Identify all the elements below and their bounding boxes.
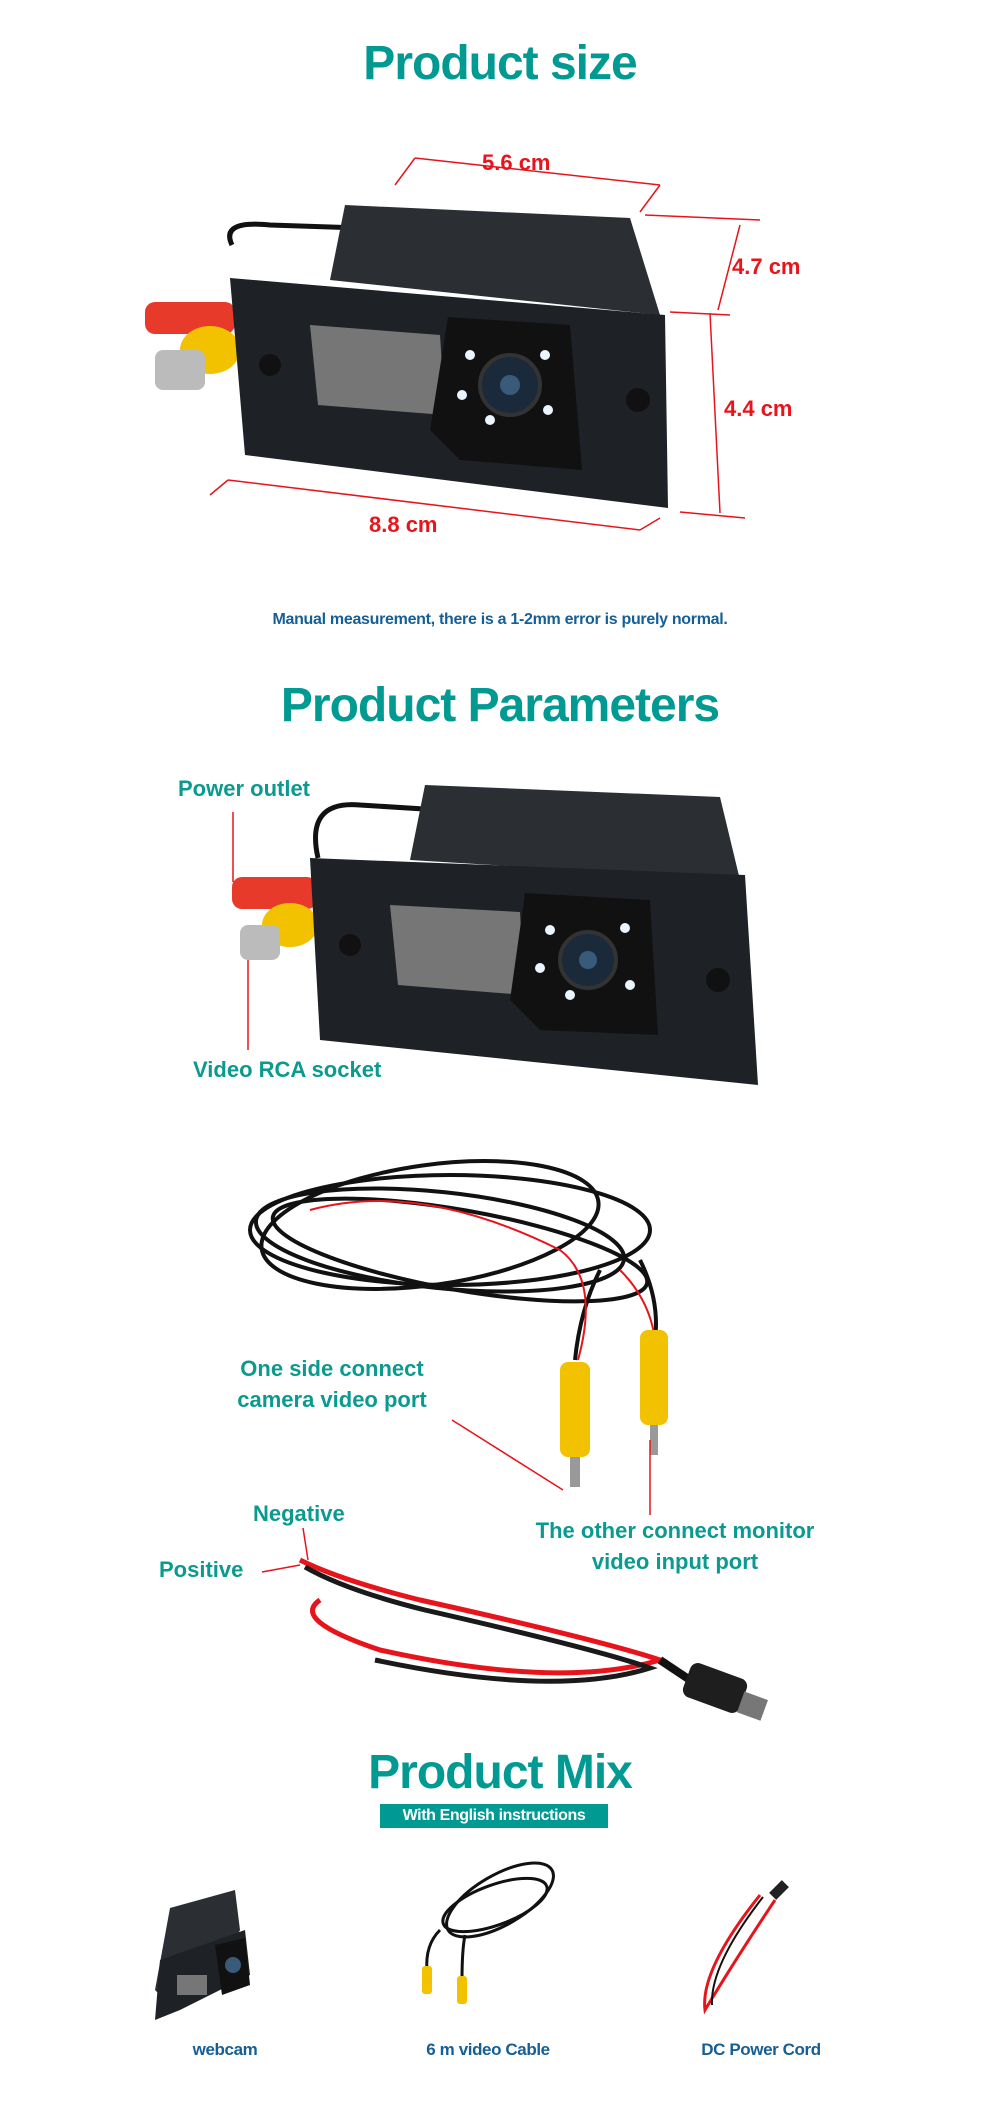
dc-cord-thumbnail [703, 1880, 789, 2015]
one-side-connect-line1: One side connect [240, 1356, 424, 1381]
dc-power-cord-image [261, 1527, 768, 1721]
one-side-connect-label: One side connect camera video port [222, 1353, 442, 1415]
dimension-bottom-width: 8.8 cm [369, 512, 438, 537]
other-side-connect-line2: video input port [591, 1549, 759, 1574]
negative-label: Negative [253, 1501, 345, 1526]
dimension-depth: 4.7 cm [732, 254, 801, 279]
dimension-top-width: 5.6 cm [482, 150, 551, 175]
measurement-note: Manual measurement, there is a 1-2mm err… [272, 611, 728, 628]
camera-size-image [145, 157, 761, 531]
camera-parameters-image [232, 785, 758, 1085]
dimension-height: 4.4 cm [724, 396, 793, 421]
mix-item-video-cable: 6 m video Cable [426, 2040, 550, 2059]
one-side-connect-line2: camera video port [237, 1387, 427, 1412]
power-outlet-label: Power outlet [178, 776, 311, 801]
other-side-connect-label: The other connect monitor video input po… [515, 1515, 835, 1577]
product-size-title: Product size [363, 37, 637, 90]
other-side-connect-line1: The other connect monitor [535, 1518, 815, 1543]
video-rca-label: Video RCA socket [193, 1057, 382, 1082]
video-cable-thumbnail [422, 1861, 555, 2004]
positive-label: Positive [159, 1557, 244, 1582]
english-instructions-badge: With English instructions [380, 1804, 608, 1828]
video-cable-image [248, 1159, 668, 1515]
mix-item-dc-power-cord: DC Power Cord [701, 2040, 821, 2059]
product-parameters-title: Product Parameters [280, 679, 720, 732]
webcam-thumbnail [155, 1890, 250, 2020]
mix-item-webcam: webcam [192, 2040, 258, 2059]
product-mix-title: Product Mix [368, 1746, 633, 1799]
